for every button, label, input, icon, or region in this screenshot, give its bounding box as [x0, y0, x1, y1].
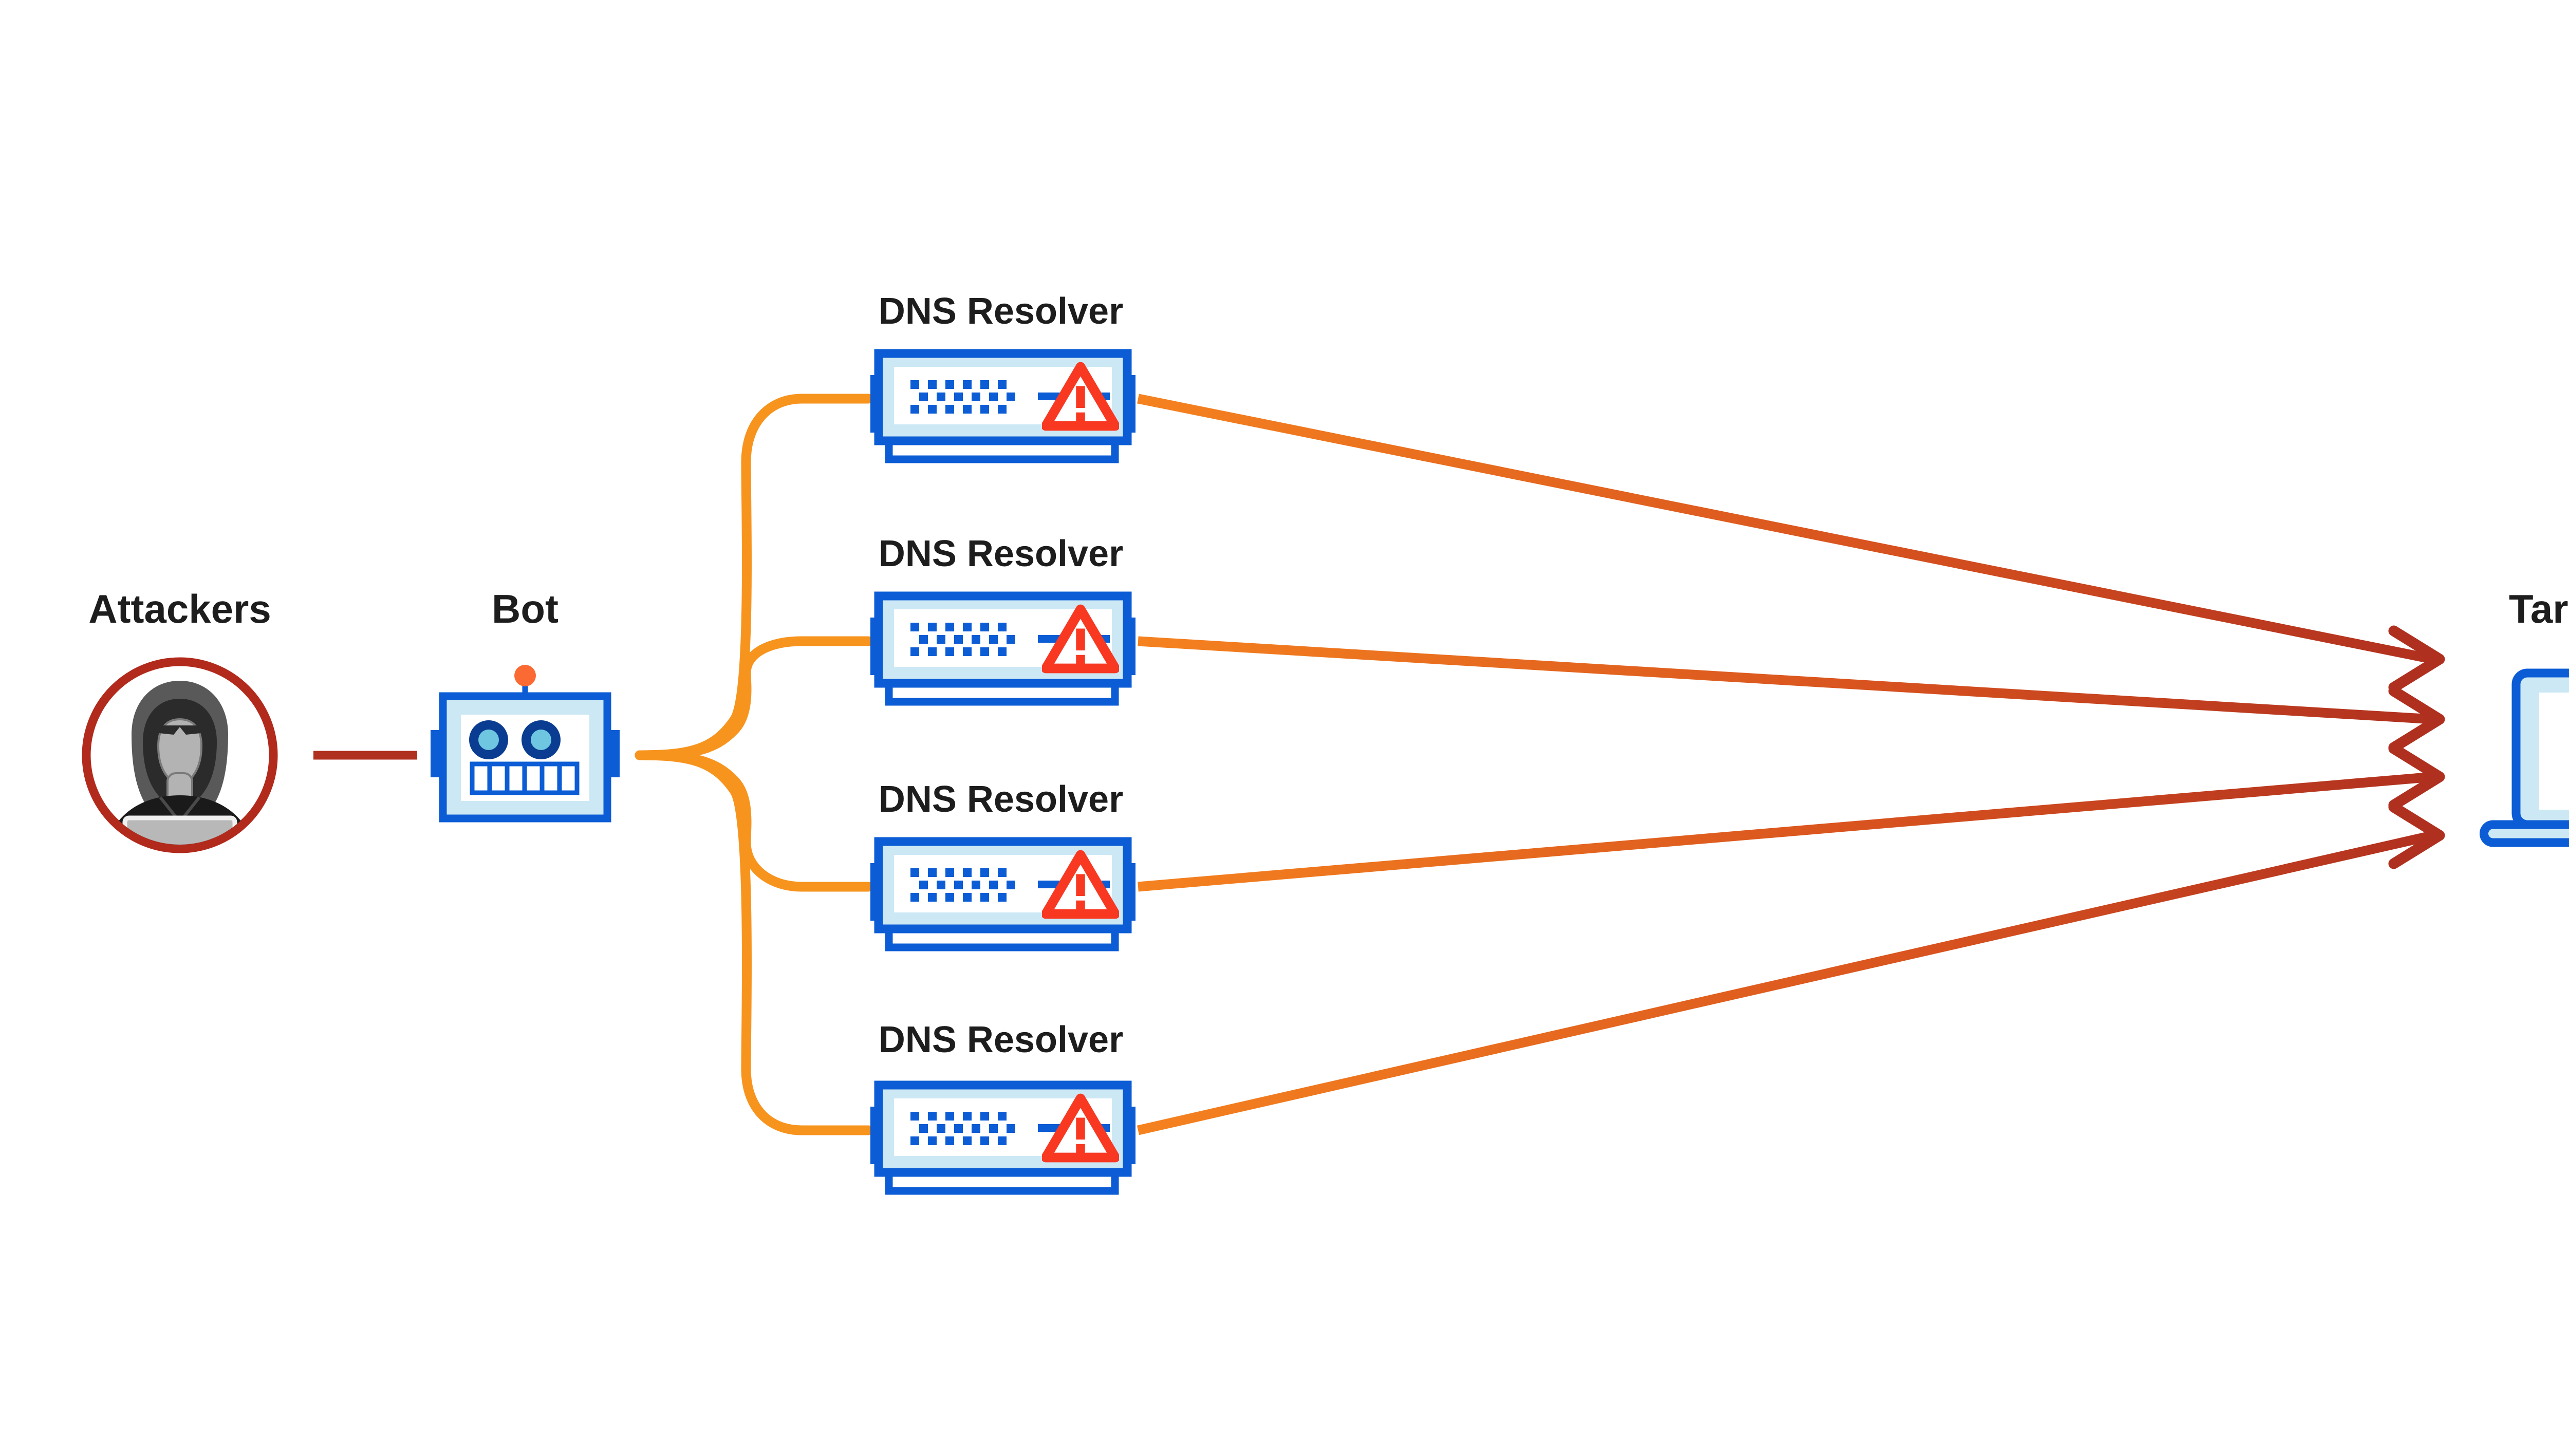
laptop-user-icon: [2480, 668, 2569, 847]
node-bot[interactable]: Bot: [431, 586, 620, 823]
branch-to-resolver-3: [635, 750, 873, 892]
arrowhead-3: [2388, 743, 2445, 811]
branch-to-resolver-1: [635, 394, 873, 760]
attack-line-4: [1137, 830, 2434, 1135]
node-resolver-2[interactable]: DNS Resolver: [870, 533, 1135, 702]
attack-arrowheads: [2388, 625, 2445, 869]
robot-antenna-light: [514, 665, 536, 686]
victim-label: Targeted Victim: [2509, 586, 2569, 631]
attack-line-2: [1138, 636, 2433, 724]
resolver-label: DNS Resolver: [879, 291, 1123, 332]
branch-to-resolver-2: [635, 636, 873, 760]
edge-resolvers-to-victim: [1137, 394, 2434, 1135]
node-attacker[interactable]: Attackers: [82, 586, 278, 874]
branch-to-resolver-4: [635, 750, 873, 1135]
edge-bot-to-resolvers: [635, 394, 873, 1135]
robot-icon: [431, 665, 620, 823]
resolver-label: DNS Resolver: [879, 533, 1123, 574]
attack-line-1: [1137, 394, 2434, 664]
node-resolver-3[interactable]: DNS Resolver: [870, 779, 1135, 947]
node-resolver-4[interactable]: DNS Resolver: [870, 1019, 1135, 1191]
attack-line-3: [1138, 772, 2433, 892]
resolver-label: DNS Resolver: [879, 779, 1123, 820]
arrowhead-1: [2388, 625, 2445, 693]
arrowhead-2: [2388, 685, 2445, 753]
hacker-avatar-icon: [82, 657, 278, 853]
robot-mouth: [470, 761, 580, 795]
node-resolver-1[interactable]: DNS Resolver: [870, 291, 1135, 459]
arrowhead-4: [2388, 801, 2445, 869]
attacker-label: Attackers: [88, 586, 271, 631]
bot-label: Bot: [492, 586, 559, 631]
node-victim[interactable]: Targeted Victim: [2480, 586, 2569, 847]
resolver-label: DNS Resolver: [879, 1019, 1123, 1060]
